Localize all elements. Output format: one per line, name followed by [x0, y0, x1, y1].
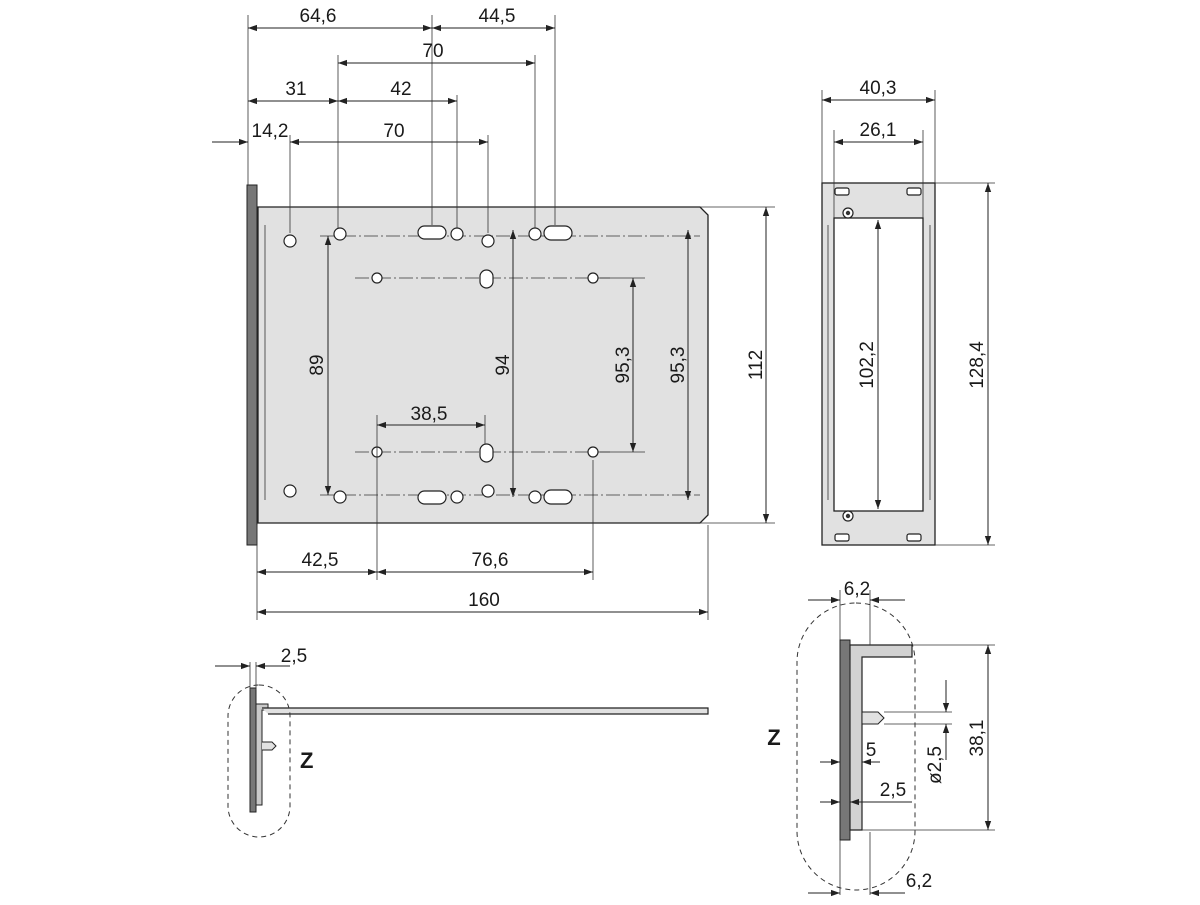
dim-38-5: 38,5	[411, 404, 448, 425]
dim-128-4: 128,4	[967, 341, 988, 389]
dim-44-5: 44,5	[479, 6, 516, 27]
detail-panel-edge	[839, 639, 851, 841]
dim-89: 89	[307, 354, 328, 375]
mounting-hole	[587, 446, 599, 458]
panel-slot	[834, 187, 850, 196]
panel-slot	[906, 533, 922, 542]
dim-31: 31	[285, 79, 306, 100]
top-view: 64,6 44,5 70 31 42 14,2 70 89 94 95,3 95…	[212, 6, 775, 620]
front-panel-edge	[246, 184, 258, 546]
dim-5: 5	[866, 740, 877, 761]
side-view: 2,5 Z	[215, 646, 709, 838]
dim-14-2: 14,2	[252, 121, 289, 142]
slot-hole	[479, 443, 494, 463]
dim-95-3-inner: 95,3	[613, 347, 634, 384]
dim-38-1: 38,1	[967, 720, 988, 757]
slot-hole	[417, 225, 447, 240]
mounting-hole	[283, 234, 297, 248]
panel-slot	[834, 533, 850, 542]
mounting-hole	[333, 227, 347, 241]
dim-112: 112	[746, 350, 767, 380]
dim-95-3-outer: 95,3	[668, 347, 689, 384]
detail-label-z-main: Z	[767, 725, 780, 750]
dim-42: 42	[390, 79, 411, 100]
detail-label-z: Z	[300, 748, 313, 773]
mounting-hole	[283, 484, 297, 498]
dim-2-5-detail: 2,5	[880, 780, 906, 801]
detail-z-marker	[227, 684, 291, 838]
detail-z-view: Z 6,2 5 2,5 ø2,5 38,1 6,2	[767, 579, 995, 897]
side-panel-edge	[249, 687, 257, 813]
mounting-hole	[528, 227, 542, 241]
mounting-hole	[450, 490, 464, 504]
mounting-hole	[528, 490, 542, 504]
front-view: 40,3 26,1 102,2 128,4	[821, 78, 995, 546]
dim-26-1: 26,1	[860, 120, 897, 141]
dim-6-2-bottom: 6,2	[906, 871, 932, 892]
slot-hole	[417, 490, 447, 505]
dim-dia-2-5: ø2,5	[925, 746, 946, 784]
dim-6-2-top: 6,2	[844, 579, 870, 600]
dim-70-top: 70	[422, 41, 443, 62]
dim-94: 94	[493, 354, 514, 376]
mounting-hole	[450, 227, 464, 241]
mounting-hole	[481, 484, 495, 498]
dim-42-5: 42,5	[302, 550, 339, 571]
dim-40-3: 40,3	[860, 78, 897, 99]
detail-boundary	[796, 602, 916, 891]
side-plate	[262, 707, 709, 715]
dim-70-mid: 70	[383, 121, 404, 142]
slot-hole	[543, 225, 573, 241]
mounting-hole	[371, 272, 383, 284]
mounting-hole	[587, 272, 599, 284]
dim-102-2: 102,2	[857, 341, 878, 389]
slot-hole	[479, 269, 494, 289]
mounting-hole	[481, 234, 495, 248]
mounting-hole	[333, 490, 347, 504]
panel-slot	[906, 187, 922, 196]
slot-hole	[543, 489, 573, 505]
dim-64-6: 64,6	[300, 6, 337, 27]
dim-76-6: 76,6	[472, 550, 509, 571]
dim-2-5-side: 2,5	[281, 646, 307, 667]
dim-160: 160	[468, 590, 500, 611]
